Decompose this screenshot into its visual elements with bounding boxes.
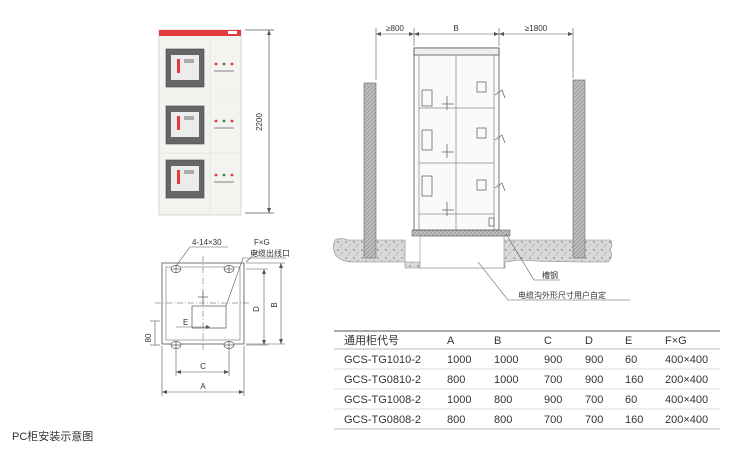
indicator-lights	[214, 62, 234, 183]
table-header-row: 通用柜代号 A B C D E F×G	[344, 334, 687, 347]
right-clearance-label: ≥1800	[525, 24, 548, 33]
table-cell: 400×400	[665, 394, 708, 406]
top-view: 4-14×30 F×G 电缆出线口 E 80 D	[144, 238, 290, 396]
breaker-unit-1	[165, 48, 205, 88]
side-view: ≥800 B ≥1800 槽钢 电缆沟外形尺寸用户自定	[333, 24, 630, 301]
side-b-label: B	[453, 24, 458, 33]
breaker-unit-3	[165, 159, 205, 199]
hole-spec-label: 4-14×30	[192, 238, 222, 247]
trench-note-label: 电缆沟外形尺寸用户自定	[518, 290, 606, 300]
table-header: C	[544, 335, 552, 347]
table-cell: 1000	[494, 354, 518, 366]
dim-c-label: C	[200, 362, 206, 371]
spec-table: 通用柜代号 A B C D E F×G GCS-TG1010-2 1000 10…	[334, 330, 720, 430]
table-header: 通用柜代号	[344, 334, 399, 347]
front-view: 2200	[158, 29, 274, 216]
table-row: GCS-TG0810-2 800 1000 700 900 160 200×40…	[344, 374, 708, 386]
table-cell: 1000	[447, 394, 471, 406]
table-cell: 1000	[447, 354, 471, 366]
table-cell: 700	[585, 414, 603, 426]
left-wall	[363, 82, 377, 259]
left-clearance-label: ≥800	[386, 24, 404, 33]
cabinet-top-red-band	[159, 30, 241, 36]
dim-b-label: B	[270, 302, 279, 307]
cable-outlet-label: 电缆出线口	[250, 248, 290, 258]
table-cell: 800	[494, 414, 512, 426]
dim-80-label: 80	[144, 333, 153, 342]
figure-caption: PC柜安装示意图	[12, 431, 94, 443]
table-cell: 800	[447, 414, 465, 426]
fg-label: F×G	[254, 238, 270, 247]
table-cell: 700	[585, 394, 603, 406]
table-cell: GCS-TG0808-2	[344, 414, 421, 426]
table-cell: 900	[544, 354, 562, 366]
table-row: GCS-TG0808-2 800 800 700 700 160 200×400	[344, 414, 708, 426]
cable-trench	[419, 235, 505, 269]
cabinet-side	[413, 47, 500, 231]
cabinet-internals	[421, 81, 506, 227]
height-dimension	[245, 29, 274, 214]
table-cell: 160	[625, 374, 643, 386]
table-cell: 160	[625, 414, 643, 426]
cable-outlet-rect	[191, 305, 227, 329]
table-cell: 400×400	[665, 354, 708, 366]
dim-e-label: E	[183, 318, 188, 327]
cabinet-logo	[228, 31, 237, 34]
table-cell: 60	[625, 354, 637, 366]
table-row: GCS-TG1010-2 1000 1000 900 900 60 400×40…	[344, 354, 708, 366]
table-cell: 900	[544, 394, 562, 406]
right-wall	[572, 79, 586, 259]
table-cell: 800	[494, 394, 512, 406]
table-cell: GCS-TG0810-2	[344, 374, 421, 386]
table-cell: 900	[585, 374, 603, 386]
breaker-unit-2	[165, 105, 205, 145]
table-header: B	[494, 335, 501, 347]
table-cell: 200×400	[665, 414, 708, 426]
table-cell: GCS-TG1008-2	[344, 394, 421, 406]
dim-d-label: D	[252, 306, 261, 312]
table-header: A	[447, 335, 455, 347]
table-row: GCS-TG1008-2 1000 800 900 700 60 400×400	[344, 394, 708, 406]
channel-steel	[411, 229, 511, 237]
mounting-holes	[170, 265, 235, 349]
table-cell: 900	[585, 354, 603, 366]
table-header: D	[585, 335, 593, 347]
channel-steel-label: 槽钢	[542, 270, 558, 280]
dim-a-label: A	[200, 382, 206, 391]
table-cell: 800	[447, 374, 465, 386]
height-dim-label: 2200	[255, 113, 264, 131]
table-cell: 60	[625, 394, 637, 406]
table-cell: 700	[544, 414, 562, 426]
table-cell: 200×400	[665, 374, 708, 386]
table-header: E	[625, 335, 632, 347]
table-cell: 1000	[494, 374, 518, 386]
table-cell: GCS-TG1010-2	[344, 354, 421, 366]
table-header: F×G	[665, 335, 687, 347]
table-cell: 700	[544, 374, 562, 386]
